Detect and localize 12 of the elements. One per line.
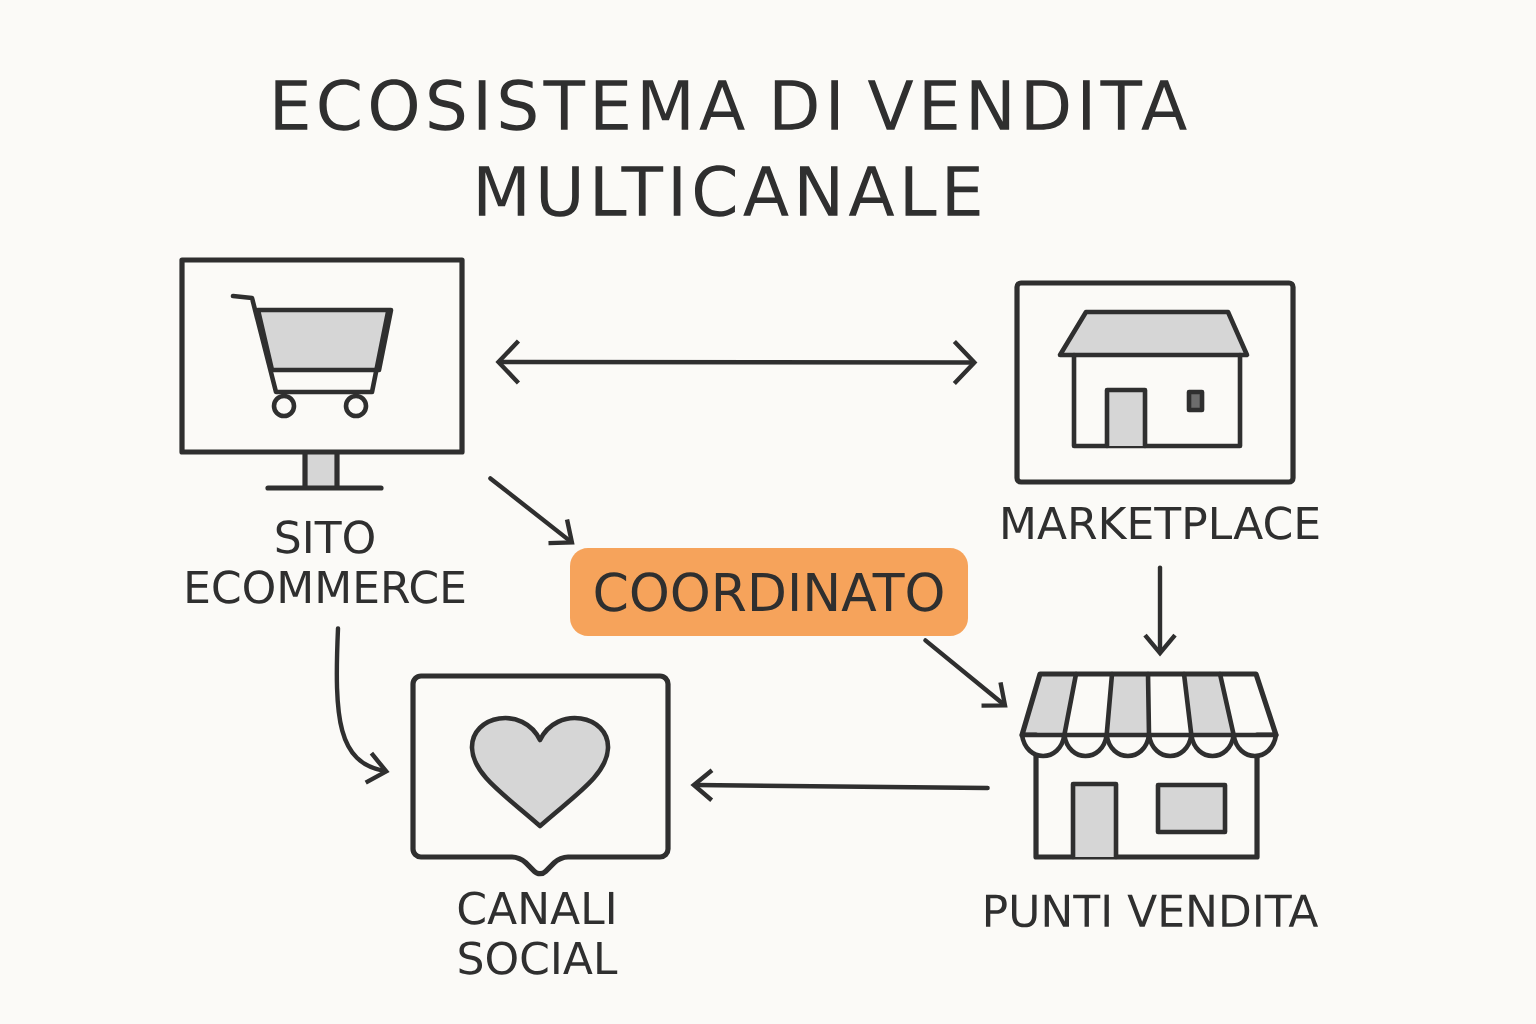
highlight-box: COORDINATO <box>570 548 968 636</box>
arrow <box>690 768 990 802</box>
arrow <box>488 476 575 546</box>
arrow <box>334 626 390 785</box>
node-label: MARKETPLACE <box>1003 506 1319 540</box>
node-label: SITO ECOMMERCE <box>187 520 465 604</box>
title: ECOSISTEMA DI VENDITA MULTICANALE <box>275 79 1187 217</box>
node-label: PUNTI VENDITA <box>986 894 1319 928</box>
arrow <box>1143 565 1177 657</box>
node-label: CANALI SOCIAL <box>458 891 618 975</box>
double-arrow <box>495 339 978 385</box>
arrow <box>923 638 1008 708</box>
